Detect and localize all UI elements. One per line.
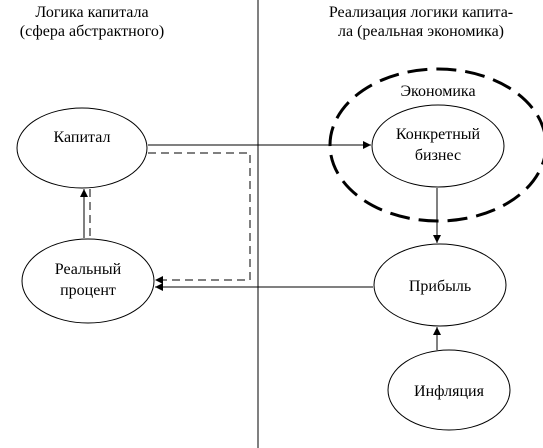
right-header-line-2: ла (реальная экономика) bbox=[338, 23, 504, 40]
node-pribyl-label: Прибыль bbox=[409, 278, 471, 295]
node-kapital-label: Капитал bbox=[54, 129, 111, 146]
left-header-line-1: Логика капитала bbox=[35, 4, 148, 21]
edge-kapital-to-percent-dashed bbox=[148, 152, 251, 284]
node-percent-label-1: Реальный bbox=[55, 261, 122, 278]
economy-label: Экономика bbox=[400, 83, 475, 100]
node-inflyaciya bbox=[387, 349, 511, 431]
node-pribyl bbox=[373, 243, 507, 327]
node-kapital bbox=[16, 107, 148, 189]
node-percent-label-2: процент bbox=[60, 282, 116, 299]
node-percent bbox=[21, 238, 155, 324]
left-header-line-2: (сфера абстрактного) bbox=[20, 23, 164, 40]
right-header-line-1: Реализация логики капита- bbox=[329, 4, 513, 21]
node-biznes-label-1: Конкретный bbox=[396, 126, 481, 143]
node-biznes bbox=[371, 104, 505, 188]
node-biznes-label-2: бизнес bbox=[415, 147, 461, 164]
node-inflyaciya-label: Инфляция bbox=[414, 383, 485, 400]
